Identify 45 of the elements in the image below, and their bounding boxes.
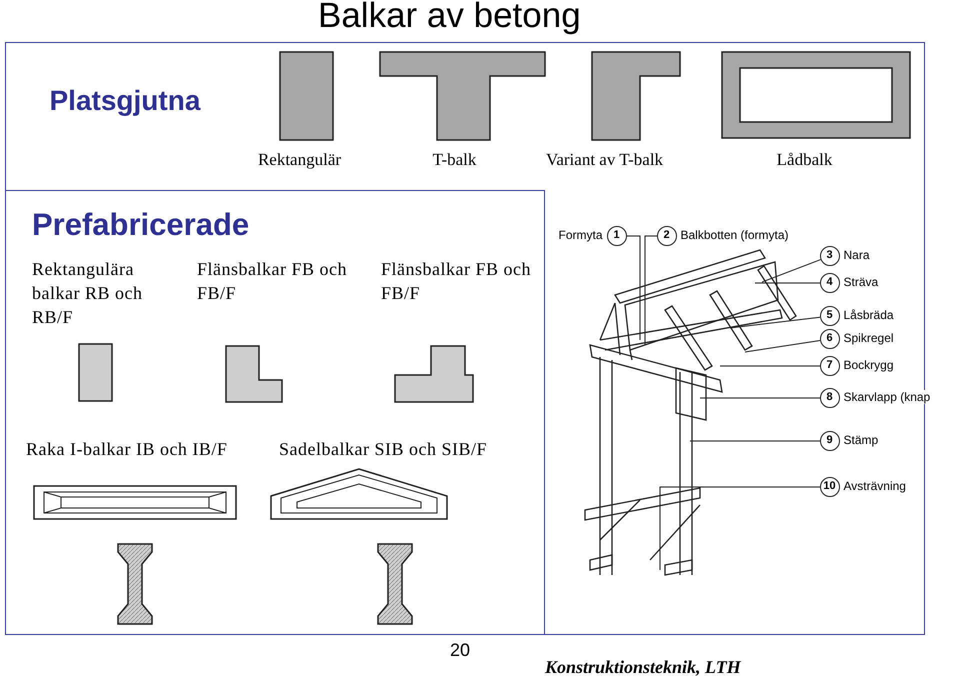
callout-number: 6 — [820, 328, 840, 348]
part-label: Sträva — [844, 274, 878, 288]
leader-line — [761, 258, 821, 282]
callout-number: 8 — [820, 388, 840, 408]
panel-heading: Prefabricerade — [32, 207, 250, 243]
callout-number: 5 — [820, 306, 840, 326]
leader-line — [626, 235, 640, 340]
section-caption: Variant av T-balk — [546, 150, 664, 170]
section-caption: Raka I-balkar IB och IB/F — [26, 438, 228, 461]
section-panel — [4, 190, 544, 634]
panel-heading: Platsgjutna — [50, 84, 200, 116]
callout-number: 7 — [820, 356, 840, 376]
leader-line — [699, 397, 820, 398]
section-caption: Rektangulära balkar RB och RB/F — [32, 258, 144, 329]
part-label: Bockrygg — [844, 358, 894, 372]
part-label: Spikregel — [844, 330, 894, 344]
leader-line — [659, 486, 820, 570]
callout-number: 3 — [820, 246, 840, 266]
section-caption: Flänsbalkar FB och FB/F — [197, 258, 347, 305]
callout-number: 2 — [656, 226, 676, 246]
callout-number: 1 — [606, 226, 626, 246]
leader-line — [744, 340, 820, 352]
leader-line — [644, 235, 657, 345]
section-caption: T-balk — [432, 150, 476, 170]
section-caption: Lådbalk — [776, 150, 832, 170]
part-label: Låsbräda — [844, 308, 894, 322]
section-caption: Sadelbalkar SIB och SIB/F — [279, 438, 487, 461]
callout-number: 10 — [820, 476, 840, 496]
part-label: Skarvlapp (knap — [844, 390, 930, 404]
section-caption: Rektangulär — [258, 150, 342, 170]
footer-text: Konstruktionsteknik, LTH — [545, 657, 741, 678]
leader-line — [729, 316, 820, 328]
leader-line — [719, 365, 820, 366]
part-label: Nara — [844, 248, 870, 262]
callout-number: 9 — [820, 430, 840, 450]
part-label: Balkbotten (formyta) — [680, 228, 789, 242]
part-label: Stämp — [844, 432, 878, 446]
leader-line — [689, 440, 820, 441]
slide-title: Balkar av betong — [318, 0, 581, 36]
part-label: Formyta — [558, 228, 603, 242]
leader-line — [754, 282, 820, 283]
section-caption: Flänsbalkar FB och FB/F — [381, 258, 531, 305]
callout-number: 4 — [820, 272, 840, 292]
page-number: 20 — [450, 640, 470, 661]
part-label: Avsträvning — [844, 478, 906, 492]
